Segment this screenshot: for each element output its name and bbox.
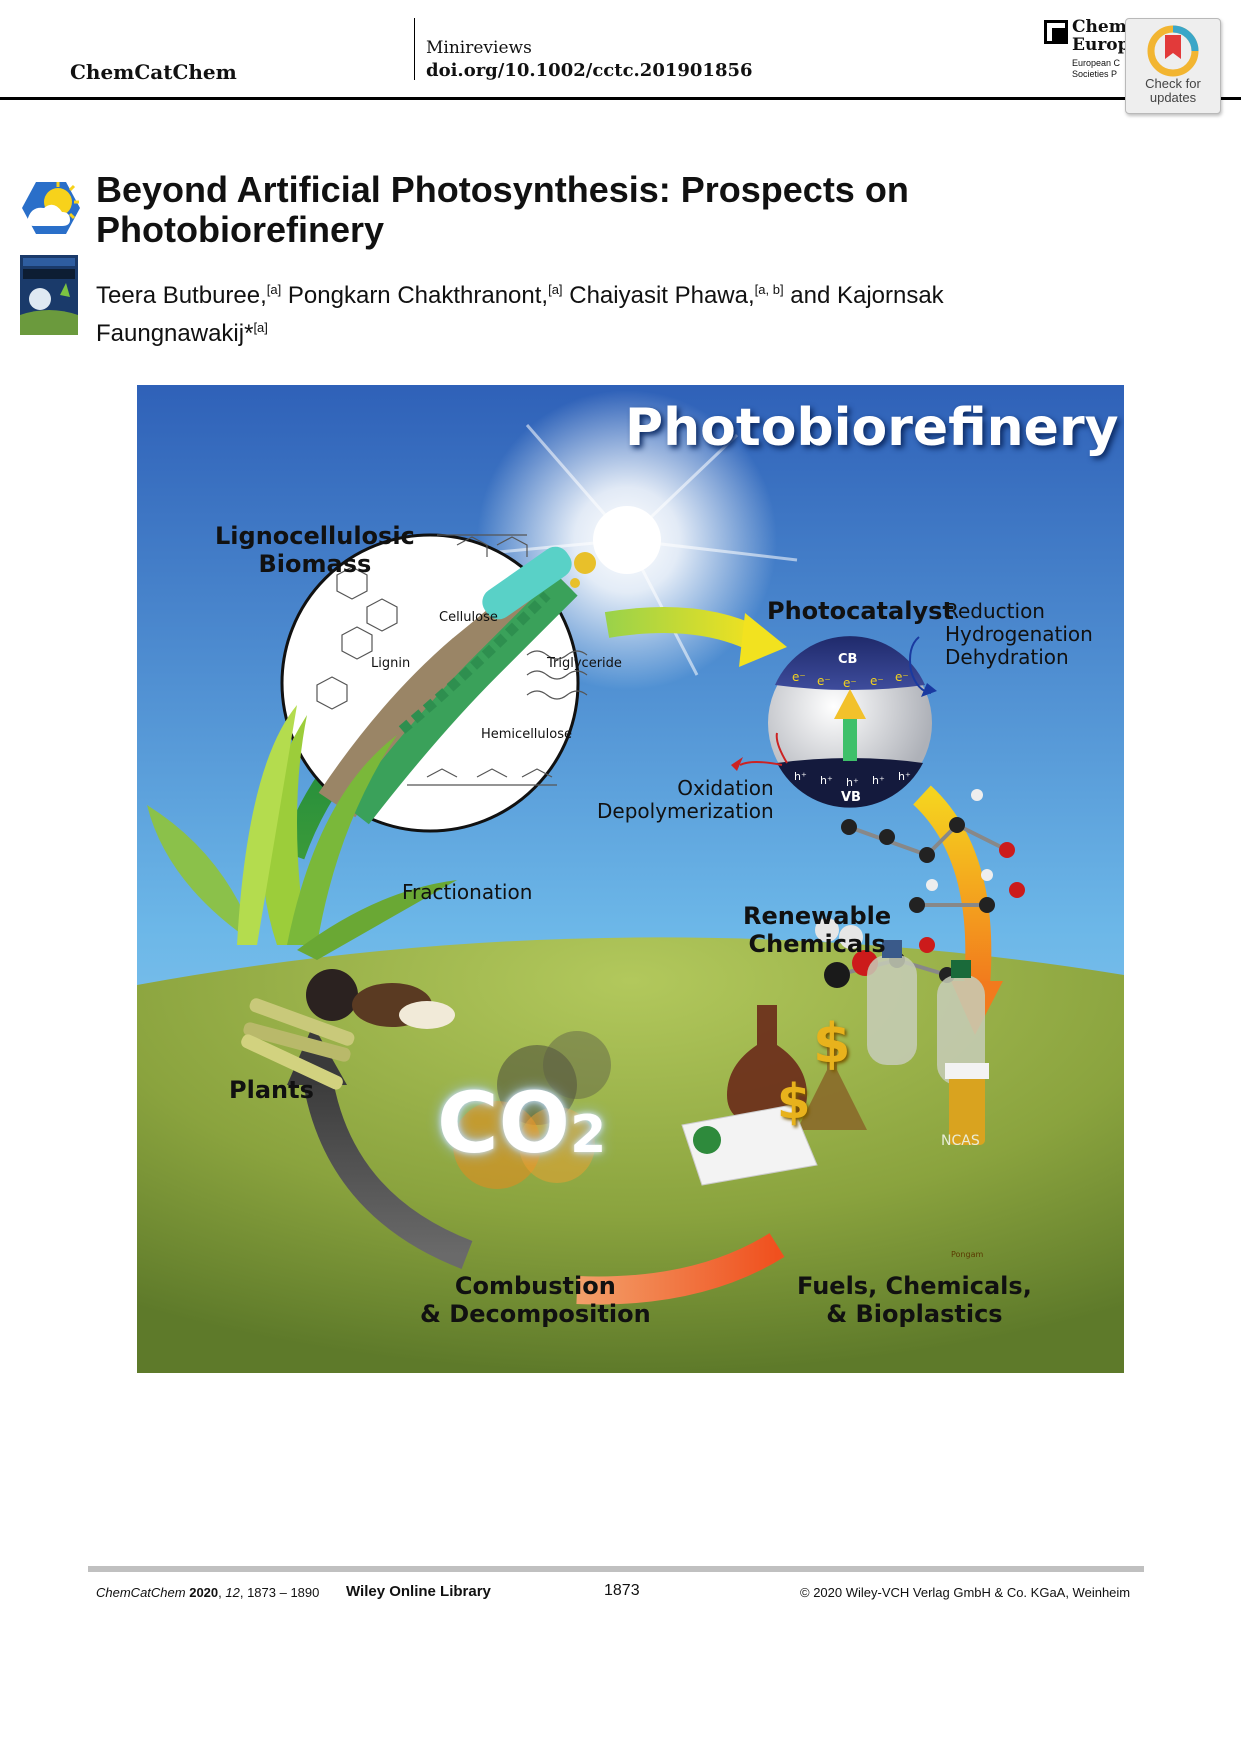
arrow-catalyst-to-chemicals (912, 785, 992, 986)
bottle-label: NCAS (941, 1133, 980, 1149)
label-lignin: Lignin (371, 656, 411, 671)
hole-3: h⁺ (846, 776, 859, 789)
author-name[interactable]: and Kajornsak Faungnawakij* (96, 282, 944, 347)
check-for-updates-label: Check for updates (1145, 76, 1201, 105)
cite-journal: ChemCatChem (96, 1585, 186, 1600)
author-affiliation: [a, b] (754, 282, 784, 297)
dollar-sign-icon: $ (777, 1074, 811, 1130)
label-renewable-chemicals: Renewable Chemicals (743, 902, 892, 958)
co2-smoke (453, 1031, 611, 1189)
author-name[interactable]: Chaiyasit Phawa, (562, 282, 755, 309)
logo-line1: Chem (1072, 18, 1127, 37)
label-photocatalyst: Photocatalyst (767, 597, 954, 625)
arrow-co2-to-plants (302, 1072, 473, 1269)
author-name[interactable]: Teera Butburee, (96, 282, 267, 309)
cite-pages: 1873 – 1890 (247, 1585, 320, 1600)
cite-volume: 12 (225, 1585, 240, 1600)
journal-cover-thumbnail[interactable] (20, 255, 78, 335)
label-oxidation-list: Oxidation Depolymerization (597, 776, 774, 823)
label-reduction-list: Reduction Hydrogenation Dehydration (945, 599, 1093, 669)
graphical-abstract: Photobiorefinery Lignocellulosic Biomass… (137, 385, 1124, 1373)
photocatalyst-sphere (731, 636, 937, 808)
electron-2: e⁻ (817, 674, 831, 688)
arrow-products-to-combustion (576, 1233, 785, 1305)
label-cellulose: Cellulose (439, 610, 498, 625)
logo-line2: Europ (1072, 35, 1128, 55)
electron-3: e⁻ (843, 676, 857, 690)
label-triglyceride: Triglyceride (547, 656, 622, 671)
header-separator (414, 18, 415, 80)
vial-label: Pongam (951, 1250, 984, 1259)
plants-illustration (147, 705, 457, 1090)
article-title: Beyond Artificial Photosynthesis: Prospe… (96, 169, 909, 250)
journal-name: ChemCatChem (70, 60, 237, 84)
footer-citation: ChemCatChem 2020, 12, 1873 – 1890 (96, 1585, 320, 1600)
wiley-online-library-link[interactable]: Wiley Online Library (346, 1583, 491, 1600)
minireview-hexagon-icon (22, 182, 80, 234)
co2-text: CO (437, 1074, 571, 1172)
label-biomass: Lignocellulosic Biomass (215, 522, 415, 578)
products-illustration (681, 940, 989, 1186)
page-number: 1873 (604, 1582, 640, 1599)
hole-2: h⁺ (820, 774, 833, 787)
label-fuels: Fuels, Chemicals, & Bioplastics (797, 1272, 1032, 1328)
hole-4: h⁺ (872, 774, 885, 787)
author-name[interactable]: Pongkarn Chakthranont, (281, 282, 549, 309)
author-affiliation: [a] (253, 320, 268, 335)
logo-small2: Societies P (1072, 69, 1118, 79)
cover-image-icon (20, 255, 78, 335)
label-vb: VB (841, 790, 861, 805)
crossmark-icon (1147, 25, 1199, 77)
hole-5: h⁺ (898, 770, 911, 783)
dollar-sign-icon: $ (813, 1012, 851, 1075)
label-fractionation: Fractionation (402, 880, 533, 904)
article-section: Minireviews (426, 38, 532, 58)
electron-5: e⁻ (895, 670, 909, 684)
copyright: © 2020 Wiley-VCH Verlag GmbH & Co. KGaA,… (800, 1585, 1131, 1600)
label-plants: Plants (229, 1076, 314, 1104)
author-affiliation: [a] (266, 282, 282, 297)
label-combustion: Combustion & Decomposition (420, 1272, 651, 1328)
author-affiliation: [a] (548, 282, 563, 297)
header-rule (0, 97, 1241, 100)
co2-subscript: 2 (570, 1105, 607, 1165)
label-co2: CO2 (437, 1075, 606, 1172)
hole-1: h⁺ (794, 770, 807, 783)
label-hemicellulose: Hemicellulose (481, 727, 572, 742)
logo-small1: European C (1072, 58, 1121, 68)
electron-1: e⁻ (792, 670, 806, 684)
electron-4: e⁻ (870, 674, 884, 688)
author-list: Teera Butburee,[a] Pongkarn Chakthranont… (96, 274, 996, 350)
footer-rule (88, 1566, 1144, 1572)
logo-square-filled (1052, 28, 1068, 44)
label-cb: CB (838, 652, 858, 667)
check-for-updates-button[interactable]: Check for updates (1125, 18, 1221, 114)
doi-link[interactable]: doi.org/10.1002/cctc.201901856 (426, 60, 753, 81)
graphical-abstract-art (137, 385, 1124, 1373)
biomass-magnified-circle (280, 533, 596, 833)
cite-year: 2020 (189, 1585, 219, 1600)
graphic-title: Photobiorefinery (625, 398, 1119, 458)
